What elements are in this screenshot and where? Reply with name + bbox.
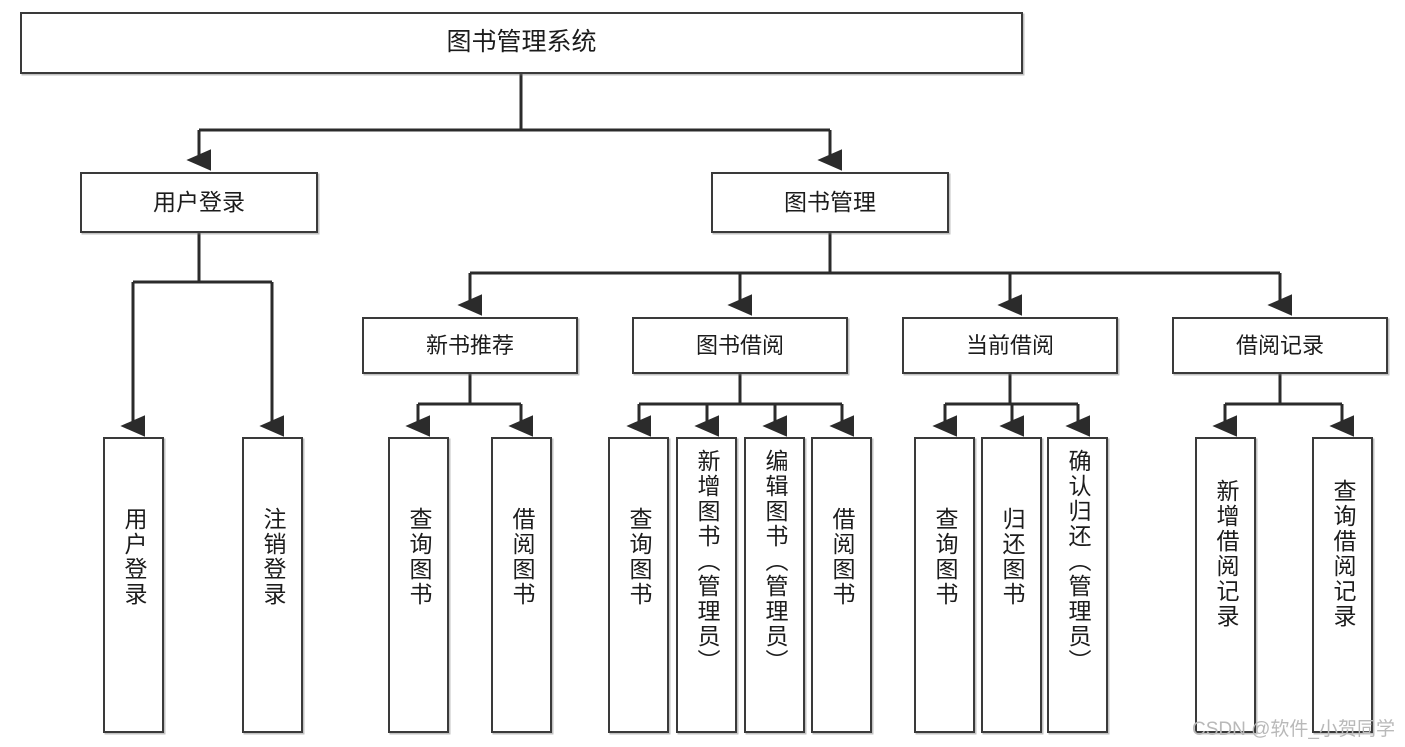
node-borrow-record-label: 借阅记录 — [1235, 332, 1324, 358]
node-user-login-label: 用户登录 — [153, 188, 245, 215]
node-root-label: 图书管理系统 — [446, 28, 597, 57]
node-current-borrow[interactable]: 当前借阅 — [902, 317, 1118, 374]
node-leaf-borrow-record-query-label: 查询借阅记录 — [1330, 479, 1356, 629]
node-leaf-book-borrow-query-label: 查询图书 — [626, 507, 652, 607]
node-book-manage[interactable]: 图书管理 — [711, 172, 949, 233]
node-user-login[interactable]: 用户登录 — [80, 172, 318, 233]
node-leaf-book-borrow-borrow[interactable]: 借阅图书 — [811, 437, 872, 733]
node-leaf-new-book-borrow-label: 借阅图书 — [509, 507, 535, 607]
node-leaf-borrow-record-add-label: 新增借阅记录 — [1213, 479, 1239, 629]
tree-connectors — [120, 74, 1355, 437]
node-new-book-recommend-label: 新书推荐 — [425, 332, 514, 358]
node-leaf-current-borrow-return[interactable]: 归还图书 — [981, 437, 1042, 733]
node-book-manage-label: 图书管理 — [784, 188, 876, 215]
node-leaf-new-book-query-label: 查询图书 — [406, 507, 432, 607]
node-leaf-current-borrow-confirm[interactable]: 确认归还（管理员） — [1047, 437, 1108, 733]
node-leaf-current-borrow-query-label: 查询图书 — [932, 507, 958, 607]
node-leaf-book-borrow-add-label: 新增图书（管理员） — [694, 449, 720, 674]
node-root[interactable]: 图书管理系统 — [20, 12, 1023, 74]
node-leaf-current-borrow-confirm-label: 确认归还（管理员） — [1065, 449, 1091, 674]
node-leaf-book-borrow-borrow-label: 借阅图书 — [829, 507, 855, 607]
node-leaf-new-book-borrow[interactable]: 借阅图书 — [491, 437, 552, 733]
node-leaf-current-borrow-query[interactable]: 查询图书 — [914, 437, 975, 733]
node-book-borrow-label: 图书借阅 — [695, 332, 784, 358]
node-leaf-borrow-record-query[interactable]: 查询借阅记录 — [1312, 437, 1373, 733]
node-leaf-borrow-record-add[interactable]: 新增借阅记录 — [1195, 437, 1256, 733]
node-leaf-user-login-login-label: 用户登录 — [121, 507, 147, 607]
node-leaf-book-borrow-edit[interactable]: 编辑图书（管理员） — [744, 437, 805, 733]
node-leaf-book-borrow-query[interactable]: 查询图书 — [608, 437, 669, 733]
csdn-watermark: CSDN @软件_小贺同学 — [1192, 719, 1395, 740]
node-new-book-recommend[interactable]: 新书推荐 — [362, 317, 578, 374]
node-borrow-record[interactable]: 借阅记录 — [1172, 317, 1388, 374]
node-leaf-book-borrow-edit-label: 编辑图书（管理员） — [762, 449, 788, 674]
node-current-borrow-label: 当前借阅 — [965, 332, 1054, 358]
node-leaf-current-borrow-return-label: 归还图书 — [999, 507, 1025, 607]
node-leaf-user-login-login[interactable]: 用户登录 — [103, 437, 164, 733]
node-leaf-user-login-logout-label: 注销登录 — [260, 507, 286, 607]
node-leaf-new-book-query[interactable]: 查询图书 — [388, 437, 449, 733]
node-book-borrow[interactable]: 图书借阅 — [632, 317, 848, 374]
node-leaf-book-borrow-add[interactable]: 新增图书（管理员） — [676, 437, 737, 733]
node-leaf-user-login-logout[interactable]: 注销登录 — [242, 437, 303, 733]
